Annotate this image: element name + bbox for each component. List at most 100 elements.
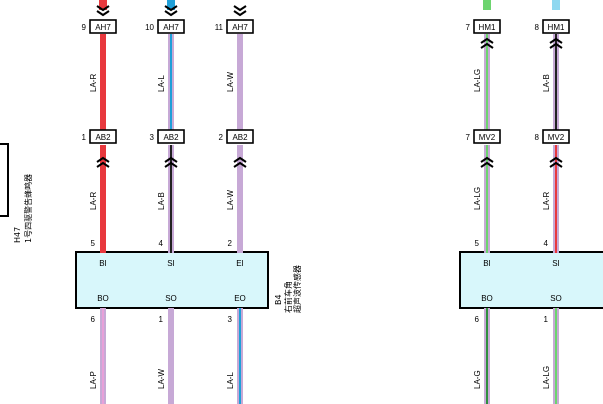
connector-mid-3-pin: 7 bbox=[466, 133, 471, 142]
connector-top-3-code: HM1 bbox=[479, 23, 496, 32]
module-pin-bottom-2: 3 bbox=[228, 315, 233, 324]
wire-top-1[interactable] bbox=[168, 34, 174, 133]
connector-top-1-code: AH7 bbox=[163, 23, 179, 32]
wire-mid-0-stripe bbox=[102, 145, 104, 253]
connector-top-4-pin: 8 bbox=[535, 23, 540, 32]
chevron-mid-4-stroke bbox=[549, 161, 563, 168]
chevron-mid-2-stroke bbox=[233, 156, 247, 163]
left-device: H47 1号四驱警告蜂鸣器 bbox=[0, 143, 33, 243]
module-pin-bottom-4: 1 bbox=[544, 315, 549, 324]
wire-mid-2[interactable] bbox=[237, 145, 243, 253]
top-stub-1 bbox=[167, 0, 175, 10]
chevron-mid-0-stroke bbox=[96, 161, 110, 168]
wire-label-mid-4: LA-R bbox=[542, 192, 551, 210]
chevron-top-0-stroke bbox=[96, 10, 110, 17]
wire-top-3[interactable] bbox=[484, 34, 490, 133]
port-bottom-1: SO bbox=[165, 294, 177, 303]
wire-mid-1[interactable] bbox=[168, 145, 174, 253]
wire-bottom-2-stripe bbox=[239, 308, 241, 404]
wire-label-top-0: LA-R bbox=[89, 74, 98, 92]
wire-mid-3-stripe bbox=[486, 145, 488, 253]
wire-mid-3[interactable] bbox=[484, 145, 490, 253]
connector-mid-0-box[interactable] bbox=[89, 129, 117, 144]
connector-mid-1-box[interactable] bbox=[157, 129, 185, 144]
port-top-1: SI bbox=[167, 259, 175, 268]
wire-mid-4[interactable] bbox=[553, 145, 559, 253]
connector-mid-4-pin: 8 bbox=[535, 133, 540, 142]
connector-top-2-box[interactable] bbox=[226, 19, 254, 34]
chevron-top-1 bbox=[164, 5, 178, 17]
wire-top-2[interactable] bbox=[237, 34, 243, 133]
wire-bottom-3-stripe bbox=[486, 308, 488, 404]
wire-mid-0[interactable] bbox=[100, 145, 106, 253]
wire-label-mid-3: LA-LG bbox=[473, 187, 482, 210]
chevron-top-3-stroke bbox=[480, 37, 494, 44]
chevron-top-1-stroke bbox=[164, 10, 178, 17]
module-b4-code: B4 bbox=[274, 294, 283, 305]
module-b4[interactable]: B4 右前车角 超声波传感器 bbox=[75, 251, 302, 313]
connector-mid-4-box[interactable] bbox=[542, 129, 570, 144]
wire-mid-1-stripe bbox=[170, 145, 172, 253]
port-bottom-3: BO bbox=[481, 294, 493, 303]
connector-mid-3-box[interactable] bbox=[473, 129, 501, 144]
chevron-mid-4-stroke bbox=[549, 156, 563, 163]
left-device-code: H47 bbox=[13, 227, 22, 243]
connector-top-3-pin: 7 bbox=[466, 23, 471, 32]
module-pin-bottom-1: 1 bbox=[159, 315, 164, 324]
connector-mid-2-code: AB2 bbox=[232, 133, 248, 142]
wire-bottom-4[interactable] bbox=[553, 308, 559, 404]
chevron-mid-3-stroke bbox=[480, 156, 494, 163]
chevron-mid-2 bbox=[233, 156, 247, 168]
chevron-top-4-stroke bbox=[549, 42, 563, 49]
left-device-name: 1号四驱警告蜂鸣器 bbox=[23, 174, 33, 243]
connector-top-1-box[interactable] bbox=[157, 19, 185, 34]
wire-label-bottom-2: LA-L bbox=[226, 372, 235, 389]
chevron-mid-1-stroke bbox=[164, 161, 178, 168]
connector-top-2-pin: 11 bbox=[215, 23, 224, 32]
connector-mid-4-code: MV2 bbox=[548, 133, 565, 142]
connector-top-2-code: AH7 bbox=[232, 23, 248, 32]
connector-top-0-code: AH7 bbox=[95, 23, 111, 32]
top-stub-3 bbox=[483, 0, 491, 10]
port-bottom-4: SO bbox=[550, 294, 562, 303]
wire-top-4[interactable] bbox=[553, 34, 559, 133]
wire-columns: AH79AB21LA-RLA-RLA-P56BIBOAH710AB23LA-LL… bbox=[82, 0, 570, 404]
connector-mid-0-pin: 1 bbox=[82, 133, 87, 142]
chevron-top-4-stroke bbox=[549, 37, 563, 44]
chevron-top-0 bbox=[96, 5, 110, 17]
chevron-top-3-stroke bbox=[480, 42, 494, 49]
wire-label-bottom-4: LA-LG bbox=[542, 366, 551, 389]
module-right[interactable] bbox=[459, 251, 603, 309]
port-top-3: BI bbox=[483, 259, 491, 268]
chevron-mid-4 bbox=[549, 156, 563, 168]
connector-mid-1-pin: 3 bbox=[150, 133, 155, 142]
wire-bottom-1[interactable] bbox=[168, 308, 174, 404]
module-pin-bottom-3: 6 bbox=[475, 315, 480, 324]
module-pin-top-2: 2 bbox=[228, 239, 233, 248]
wire-label-top-2: LA-W bbox=[226, 72, 235, 92]
connector-top-3-box[interactable] bbox=[473, 19, 501, 34]
connector-mid-3-code: MV2 bbox=[479, 133, 496, 142]
port-top-2: EI bbox=[236, 259, 244, 268]
chevron-mid-3 bbox=[480, 156, 494, 168]
chevron-top-1-stroke bbox=[164, 5, 178, 12]
chevron-mid-0 bbox=[96, 156, 110, 168]
wire-top-0[interactable] bbox=[100, 34, 106, 133]
wire-label-top-4: LA-B bbox=[542, 74, 551, 92]
port-top-4: SI bbox=[552, 259, 560, 268]
wire-bottom-1-stripe bbox=[170, 308, 172, 404]
wire-label-bottom-1: LA-W bbox=[157, 369, 166, 389]
wire-bottom-2[interactable] bbox=[237, 308, 243, 404]
wire-bottom-0[interactable] bbox=[100, 308, 106, 404]
connector-top-0-box[interactable] bbox=[89, 19, 117, 34]
port-bottom-0: BO bbox=[97, 294, 109, 303]
chevron-mid-3-stroke bbox=[480, 161, 494, 168]
module-pin-top-3: 5 bbox=[475, 239, 480, 248]
wire-top-2-stripe bbox=[239, 34, 241, 133]
connector-top-4-code: HM1 bbox=[548, 23, 565, 32]
connector-top-4-box[interactable] bbox=[542, 19, 570, 34]
chevron-top-2-stroke bbox=[233, 10, 247, 17]
chevron-mid-1-stroke bbox=[164, 156, 178, 163]
connector-mid-2-box[interactable] bbox=[226, 129, 254, 144]
wire-bottom-3[interactable] bbox=[484, 308, 490, 404]
